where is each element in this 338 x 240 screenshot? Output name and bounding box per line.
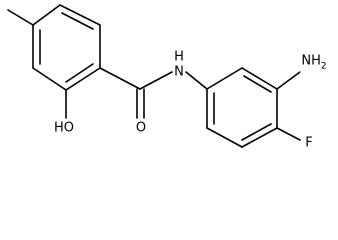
- amide-nitrogen-label: N: [173, 64, 185, 80]
- bond-ring-carbonyl: [99, 67, 141, 90]
- bond-r5-r6: [206, 127, 243, 148]
- bond-carbonyl-nitrogen: [139, 71, 173, 90]
- structure-svg: [7, 4, 301, 148]
- carbonyl-oxygen-label: O: [134, 120, 148, 136]
- chemical-structure-figure: NH2 H N HO O F: [7, 4, 328, 151]
- bond-l4-l5: [65, 67, 101, 91]
- bond-nitrogen-ring: [185, 71, 208, 90]
- fluorine-label: F: [304, 135, 314, 151]
- amine-subscript: 2: [320, 61, 327, 72]
- bond-r2-r3-inner: [243, 75, 272, 93]
- bond-amine: [276, 71, 301, 90]
- amine-label: NH2: [300, 53, 328, 74]
- bond-r4-r5-inner: [241, 123, 272, 141]
- bond-r4-r5: [241, 127, 278, 148]
- hydrogen-label: H: [173, 49, 185, 65]
- bond-fluorine: [276, 127, 301, 141]
- bond-methyl: [7, 9, 34, 26]
- bond-l1-l2: [32, 4, 61, 26]
- bond-r2-r3: [241, 67, 278, 90]
- bond-l4-l5-inner: [65, 63, 94, 83]
- hydroxyl-label: HO: [52, 120, 76, 136]
- bond-l5-l6: [32, 67, 67, 91]
- bond-r1-r2: [206, 67, 243, 90]
- bond-l2-l3-inner: [61, 12, 94, 30]
- bond-l2-l3: [59, 4, 101, 26]
